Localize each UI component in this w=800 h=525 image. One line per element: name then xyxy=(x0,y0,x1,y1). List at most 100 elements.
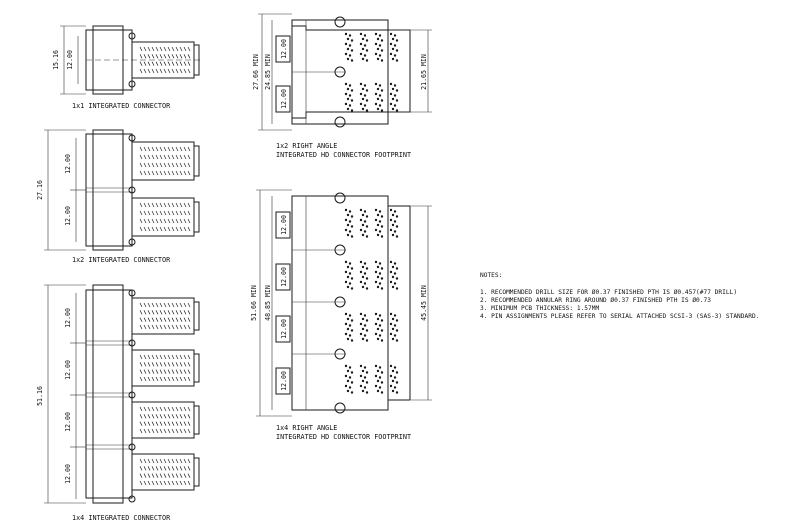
pin-hole xyxy=(393,84,397,87)
contact-line xyxy=(151,54,155,59)
pin-hole xyxy=(361,285,365,289)
pin-hole xyxy=(391,265,395,269)
pin-hole xyxy=(395,215,399,218)
pin-hole xyxy=(361,379,365,383)
contact-line xyxy=(183,376,187,382)
contact-line xyxy=(163,61,167,66)
contact-line xyxy=(147,302,151,308)
contact-line xyxy=(187,170,191,176)
pin-hole xyxy=(363,220,367,223)
pin-hole xyxy=(374,52,378,56)
pin-hole xyxy=(344,332,348,336)
pin-hole xyxy=(391,107,395,111)
pin-hole xyxy=(344,42,348,46)
contact-line xyxy=(155,218,159,224)
contact-line xyxy=(139,218,143,224)
pin-hole xyxy=(393,262,397,265)
contact-line xyxy=(159,302,163,308)
pin-hole xyxy=(376,265,380,269)
pin-hole xyxy=(363,366,367,369)
contact-line xyxy=(151,146,155,152)
contact-line xyxy=(171,466,175,471)
pin-hole xyxy=(346,285,350,289)
contact-line xyxy=(139,302,143,308)
contact-line xyxy=(179,317,183,322)
contact-line xyxy=(167,406,171,412)
contact-line xyxy=(175,354,179,360)
contact-line xyxy=(167,170,171,176)
pin-hole xyxy=(380,59,384,62)
contact-line xyxy=(159,218,163,224)
pin-hole xyxy=(393,54,397,57)
pin-hole xyxy=(365,277,369,280)
pin-hole xyxy=(359,102,363,106)
contact-line xyxy=(155,369,159,374)
contact-line xyxy=(143,202,147,208)
contact-line xyxy=(143,421,147,426)
contact-line xyxy=(179,310,183,315)
contact-line xyxy=(147,162,151,168)
contact-line xyxy=(159,46,163,52)
contact-line xyxy=(155,154,159,160)
contact-line xyxy=(139,146,143,152)
pin-hole xyxy=(391,233,395,237)
pin-hole xyxy=(348,34,352,37)
pin-field xyxy=(344,312,399,342)
pin-hole xyxy=(376,87,380,91)
contact-line xyxy=(159,480,163,486)
pin-hole xyxy=(344,280,348,284)
caption-fp1x2-line1: 1x2 RIGHT ANGLE xyxy=(276,142,337,150)
contact-line xyxy=(167,202,171,208)
contact-line xyxy=(187,414,191,419)
pin-hole xyxy=(374,322,378,326)
contact-hatch xyxy=(139,202,191,232)
pin-hole xyxy=(350,391,354,394)
contact-line xyxy=(163,414,167,419)
dim-1x4-overall: 51.16 xyxy=(36,386,44,406)
contact-line xyxy=(163,46,167,52)
contact-line xyxy=(175,414,179,419)
contact-line xyxy=(159,376,163,382)
contact-line xyxy=(151,480,155,486)
contact-line xyxy=(139,480,143,486)
contact-line xyxy=(171,414,175,419)
contact-line xyxy=(155,226,159,232)
contact-line xyxy=(187,458,191,464)
pin-hole xyxy=(363,314,367,317)
contact-line xyxy=(187,54,191,59)
contact-line xyxy=(147,218,151,224)
pin-hole xyxy=(389,228,393,232)
pin-hole xyxy=(389,218,393,222)
contact-line xyxy=(167,46,171,52)
pin-hole xyxy=(346,233,350,237)
pin-hole xyxy=(393,366,397,369)
pin-hole xyxy=(378,84,382,87)
contact-line xyxy=(143,428,147,434)
pin-hole xyxy=(378,94,382,97)
contact-line xyxy=(147,202,151,208)
pin-hole xyxy=(380,319,384,322)
contact-line xyxy=(143,406,147,412)
pin-hole xyxy=(361,317,365,321)
contact-line xyxy=(139,46,143,52)
contact-line xyxy=(179,302,183,308)
pin-hole xyxy=(344,374,348,378)
contact-line xyxy=(139,310,143,315)
dim-1x4-pitch-d: 12.00 xyxy=(64,464,72,484)
contact-line xyxy=(179,362,183,367)
contact-line xyxy=(167,310,171,315)
pin-hole xyxy=(376,97,380,101)
contact-line xyxy=(163,54,167,59)
contact-line xyxy=(183,218,187,224)
pin-hole xyxy=(389,384,393,388)
contact-line xyxy=(155,406,159,412)
pin-hole xyxy=(346,107,350,111)
contact-line xyxy=(187,61,191,66)
contact-line xyxy=(179,61,183,66)
notes-title: NOTES: xyxy=(480,272,502,279)
contact-line xyxy=(139,414,143,419)
contact-line xyxy=(163,170,167,176)
dim-1x2-pitch-b: 12.00 xyxy=(64,206,72,226)
contact-line xyxy=(167,458,171,464)
pin-hole xyxy=(363,376,367,379)
